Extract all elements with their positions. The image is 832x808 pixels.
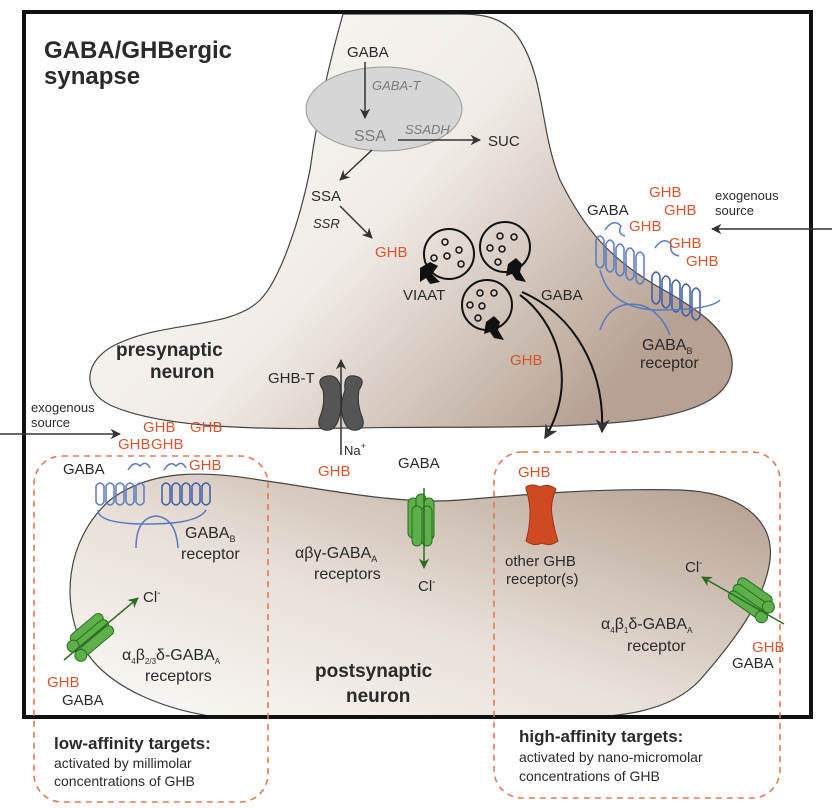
ghb-transporter-icon (318, 375, 364, 431)
gaba-b-post-label: GABAB (185, 525, 235, 544)
gaba-a-right-ghb-label: GHB (752, 639, 785, 656)
ghb-product-label: GHB (375, 244, 408, 261)
suc-label: SUC (488, 133, 520, 150)
viaat-transporter-icon (484, 316, 504, 340)
gaba-b-post-ghb-3: GHB (118, 436, 151, 453)
high-affinity-heading: high-affinity targets: (519, 727, 683, 746)
low-affinity-line2: concentrations of GHB (54, 773, 195, 789)
gaba-b-pre-label-line2: receptor (640, 355, 699, 372)
presynaptic-label-line1: presynaptic (116, 340, 223, 361)
exogenous-left-line2: source (31, 415, 70, 430)
diagram-frame (22, 10, 813, 719)
other-ghb-receptor-icon (525, 484, 559, 546)
gaba-a-left-ghb-label: GHB (47, 674, 80, 691)
gaba-a-left-label: α4β2/3δ-GABAA (122, 647, 221, 666)
gaba-t-label: GABA-T (372, 78, 421, 93)
ssa-outer-label: SSA (311, 188, 341, 205)
gaba-a-center-cl-label: Cl- (418, 577, 436, 595)
released-gaba-label: GABA (541, 287, 583, 304)
low-affinity-line1: activated by millimolar (54, 755, 192, 771)
ssa-to-ghb-arrow (339, 205, 373, 239)
gaba-b-post-ghb-2: GHB (190, 419, 223, 436)
ghb-t-label: GHB-T (268, 370, 315, 387)
gaba-a-right-gaba-label: GABA (732, 655, 774, 672)
gaba-b-pre-ghb-1: GHB (649, 184, 682, 201)
gaba-a-right-arrow (701, 576, 785, 625)
gaba-b-pre-label: GABAB (642, 337, 692, 356)
ghb-transporter-ghb-label: GHB (318, 463, 351, 480)
gaba-a-receptor-center-icon (407, 493, 435, 547)
enzyme-region (305, 66, 463, 152)
gaba-a-right-cl-label: Cl- (685, 558, 703, 576)
gaba-b-pre-gaba-label: GABA (587, 202, 629, 219)
low-affinity-box (33, 455, 269, 803)
ssa-inner-label: SSA (354, 128, 386, 145)
low-affinity-heading: low-affinity targets: (54, 734, 211, 753)
vesicle (420, 228, 475, 284)
gaba-b-pre-ghb-5: GHB (686, 253, 719, 270)
gaba-a-left-label-line2: receptors (145, 668, 212, 685)
gaba-a-right-label: α4β1δ-GABAA (601, 616, 693, 635)
other-ghb-receptor-ghb-label: GHB (518, 464, 551, 481)
postsynaptic-label-line2: neuron (346, 686, 410, 707)
title-line2: synapse (44, 63, 140, 90)
gaba-a-right-label-line2: receptor (627, 638, 686, 655)
ssa-to-ssa-arrow (339, 149, 373, 181)
gaba-a-receptor-left-icon (66, 613, 115, 662)
gaba-a-center-label-line2: receptors (314, 566, 381, 583)
gaba-a-left-cl-label: Cl- (143, 588, 161, 606)
gaba-b-receptor-postsynaptic-icon (95, 462, 211, 549)
high-affinity-line1: activated by nano-micromolar (519, 749, 703, 765)
gaba-b-receptor-presynaptic-icon (595, 222, 721, 336)
ssr-label: SSR (313, 216, 340, 231)
postsynaptic-label-line1: postsynaptic (315, 661, 433, 682)
ssadh-label: SSADH (405, 122, 450, 137)
gaba-b-post-ghb-5: GHB (189, 457, 222, 474)
gaba-b-post-ghb-4: GHB (151, 436, 184, 453)
exogenous-right-line1: exogenous (715, 188, 779, 203)
gaba-b-post-ghb-1: GHB (143, 419, 176, 436)
gaba-b-post-gaba-label: GABA (63, 461, 105, 478)
release-arrow-2 (521, 291, 610, 434)
presynaptic-label-line2: neuron (150, 362, 214, 383)
postsynaptic-neuron-shape (69, 473, 772, 719)
gaba-a-left-arrow (63, 597, 139, 661)
gaba-a-center-gaba-label: GABA (398, 455, 440, 472)
other-ghb-receptor-label-line2: receptor(s) (506, 571, 579, 588)
title-line1: GABA/GHBergic (44, 37, 232, 64)
gaba-a-center-label: αβγ-GABAA (295, 545, 377, 564)
vesicle (461, 279, 513, 340)
gaba-b-pre-ghb-3: GHB (629, 218, 662, 235)
presynaptic-neuron-shape (89, 13, 733, 430)
gaba-label-top: GABA (347, 44, 389, 61)
other-ghb-receptor-label-line1: other GHB (505, 553, 576, 570)
vesicle (479, 221, 531, 282)
high-affinity-box (493, 451, 781, 799)
gaba-b-pre-ghb-2: GHB (664, 202, 697, 219)
gaba-b-pre-ghb-4: GHB (669, 235, 702, 252)
exogenous-left-line1: exogenous (31, 400, 95, 415)
high-affinity-line2: concentrations of GHB (519, 768, 660, 784)
gaba-a-left-gaba-label: GABA (62, 692, 104, 709)
viaat-transporter-icon (506, 258, 526, 282)
viaat-label: VIAAT (403, 287, 445, 304)
gaba-b-post-label-line2: receptor (181, 546, 240, 563)
exogenous-right-line2: source (715, 203, 754, 218)
released-ghb-label: GHB (510, 352, 543, 369)
viaat-transporter-icon (420, 262, 440, 284)
release-arrow-1 (519, 294, 563, 440)
na-ion-label: Na+ (344, 441, 366, 458)
